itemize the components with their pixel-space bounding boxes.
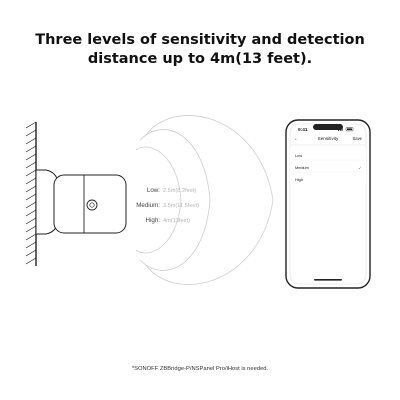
level-low-distance: 2.5m(8.2feet) (163, 188, 196, 194)
screen-title: Sensitivity (318, 136, 339, 141)
option-low[interactable]: Low (295, 153, 302, 158)
level-medium-label: Medium: (136, 202, 160, 209)
option-high-label: High (295, 177, 303, 182)
back-arrow-icon[interactable]: ← (294, 136, 299, 142)
option-medium[interactable]: Medium ✓ (295, 165, 362, 171)
smartphone-mockup: 9:41 ← Sensitivity Save Low Medium ✓ Hig… (285, 119, 371, 289)
save-button[interactable]: Save (352, 136, 362, 141)
motion-sensor-device (35, 169, 127, 235)
level-low-label: Low: (147, 187, 160, 194)
detection-range-waves (135, 115, 274, 285)
level-high-label: High: (146, 217, 161, 224)
status-time: 9:41 (298, 127, 308, 133)
range-wave-middle (139, 129, 211, 271)
wall-mount-surface (25, 121, 37, 266)
status-icons (338, 127, 354, 132)
range-wave-outer (144, 115, 274, 285)
page-headline: Three levels of sensitivity and detectio… (0, 31, 400, 69)
requirement-footnote: *SONOFF ZBBridge-P/NSPanel Pro/iHost is … (131, 366, 269, 372)
option-low-label: Low (295, 153, 302, 158)
phone-notch (313, 124, 343, 130)
headline-line-2: distance up to 4m(13 feet). (87, 51, 313, 67)
sensitivity-levels: Low: 2.5m(8.2feet) Medium: 3.5m(11.5feet… (136, 187, 199, 224)
level-high-distance: 4m(13feet) (163, 218, 190, 224)
option-medium-label: Medium (295, 165, 309, 170)
headline-line-1: Three levels of sensitivity and detectio… (35, 32, 365, 48)
option-high[interactable]: High (295, 177, 303, 182)
level-medium-distance: 3.5m(11.5feet) (163, 203, 199, 209)
range-wave-inner (135, 146, 182, 254)
home-indicator (314, 279, 342, 281)
check-icon: ✓ (358, 166, 362, 171)
